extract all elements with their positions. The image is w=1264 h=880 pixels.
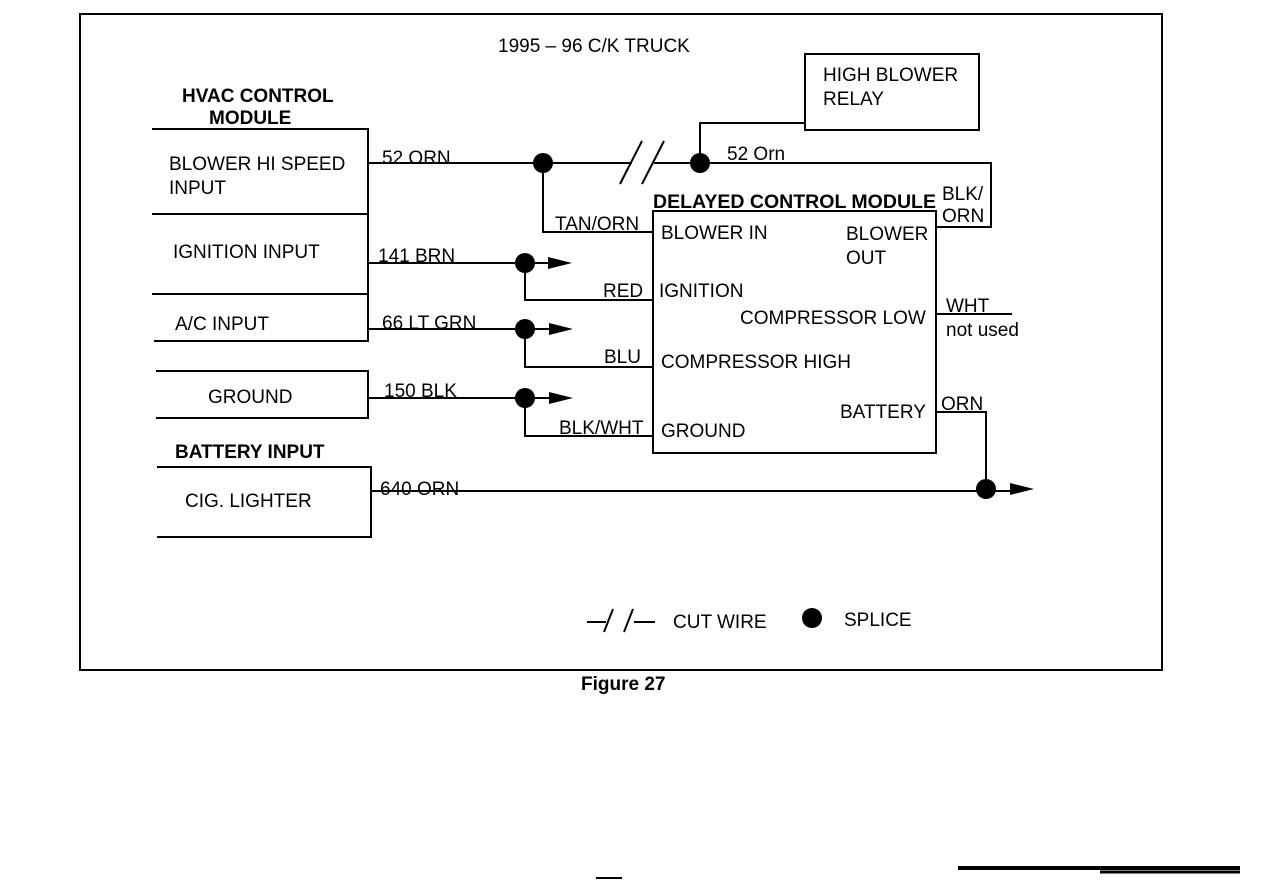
delayed-control-module: DELAYED CONTROL MODULE BLOWER IN BLOWER … xyxy=(652,192,937,454)
wire-wht: WHT not used xyxy=(936,296,1019,341)
wire-52-orn: 52 ORN 52 Orn BLK/ ORN TAN/ORN xyxy=(368,122,992,235)
wire-blk-orn-label1: BLK/ xyxy=(942,184,984,205)
wire-52-label: 52 ORN xyxy=(382,148,451,169)
dcm-battery: BATTERY xyxy=(840,402,926,423)
battery-row-cig: CIG. LIGHTER xyxy=(157,466,372,538)
splice-dot xyxy=(976,479,996,499)
arrow-head xyxy=(549,392,573,404)
wire-141-brn: 141 BRN RED xyxy=(368,246,653,302)
diagram-title: 1995 – 96 C/K TRUCK xyxy=(498,36,690,57)
hvac-row-ignition: IGNITION INPUT xyxy=(152,214,369,295)
splice-dot xyxy=(533,153,553,173)
splice-dot xyxy=(515,253,535,273)
hvac-blower-hi-label1: BLOWER HI SPEED xyxy=(169,154,345,175)
wire-52b-label: 52 Orn xyxy=(727,144,785,165)
hvac-ground-label: GROUND xyxy=(208,387,292,408)
wire-red-label: RED xyxy=(603,281,643,302)
arrow-head xyxy=(549,323,573,335)
splice-dot xyxy=(515,388,535,408)
hvac-header-line2: MODULE xyxy=(209,108,291,129)
wire-66-label: 66 LT GRN xyxy=(382,313,476,334)
battery-header: BATTERY INPUT xyxy=(175,442,325,463)
hvac-blower-hi-label2: INPUT xyxy=(169,178,226,199)
dcm-blower-out2: OUT xyxy=(846,248,887,269)
legend: CUT WIRE SPLICE xyxy=(587,608,912,633)
legend-splice-label: SPLICE xyxy=(844,610,912,631)
wire-66-lt-grn: 66 LT GRN BLU xyxy=(368,313,653,368)
hvac-row-ground: GROUND xyxy=(156,370,369,419)
wire-orn-label: ORN xyxy=(941,394,983,415)
diagram-frame xyxy=(79,13,1163,671)
high-blower-relay: HIGH BLOWER RELAY xyxy=(804,53,980,131)
wire-wht-label: WHT xyxy=(946,296,990,317)
wire-tan-orn-label: TAN/ORN xyxy=(555,214,639,235)
battery-cig-label: CIG. LIGHTER xyxy=(185,491,312,512)
wire-not-used-label: not used xyxy=(946,320,1019,341)
dcm-title: DELAYED CONTROL MODULE xyxy=(653,192,936,213)
arrow-head xyxy=(1010,483,1034,495)
figure-caption: Figure 27 xyxy=(581,674,665,695)
dcm-blower-in: BLOWER IN xyxy=(661,223,768,244)
wire-blu-label: BLU xyxy=(604,347,641,368)
splice-dot xyxy=(515,319,535,339)
wire-150-label: 150 BLK xyxy=(384,381,457,402)
hvac-ignition-label: IGNITION INPUT xyxy=(173,242,320,263)
hvac-ac-label: A/C INPUT xyxy=(175,314,269,335)
hvac-row-ac: A/C INPUT xyxy=(154,294,369,342)
relay-label2: RELAY xyxy=(823,89,884,110)
dcm-compressor-low: COMPRESSOR LOW xyxy=(740,308,926,329)
splice-dot xyxy=(690,153,710,173)
legend-splice-dot xyxy=(802,608,822,628)
wire-150-blk: 150 BLK BLK/WHT xyxy=(368,381,653,439)
hvac-header-line1: HVAC CONTROL xyxy=(182,86,334,107)
dcm-ground: GROUND xyxy=(661,421,745,442)
dcm-ignition: IGNITION xyxy=(659,281,743,302)
wire-blk-orn-label2: ORN xyxy=(942,206,984,227)
dcm-compressor-high: COMPRESSOR HIGH xyxy=(661,352,851,373)
arrow-head xyxy=(548,257,572,269)
hvac-row-blower: BLOWER HI SPEED INPUT xyxy=(152,128,369,215)
legend-cut-label: CUT WIRE xyxy=(673,612,767,633)
wire-640-label: 640 ORN xyxy=(380,479,459,500)
dcm-blower-out1: BLOWER xyxy=(846,224,928,245)
relay-label1: HIGH BLOWER xyxy=(823,65,958,86)
wire-640-orn: ORN 640 ORN xyxy=(371,394,1034,500)
wire-blkwht-label: BLK/WHT xyxy=(559,418,644,439)
wire-141-label: 141 BRN xyxy=(378,246,455,267)
